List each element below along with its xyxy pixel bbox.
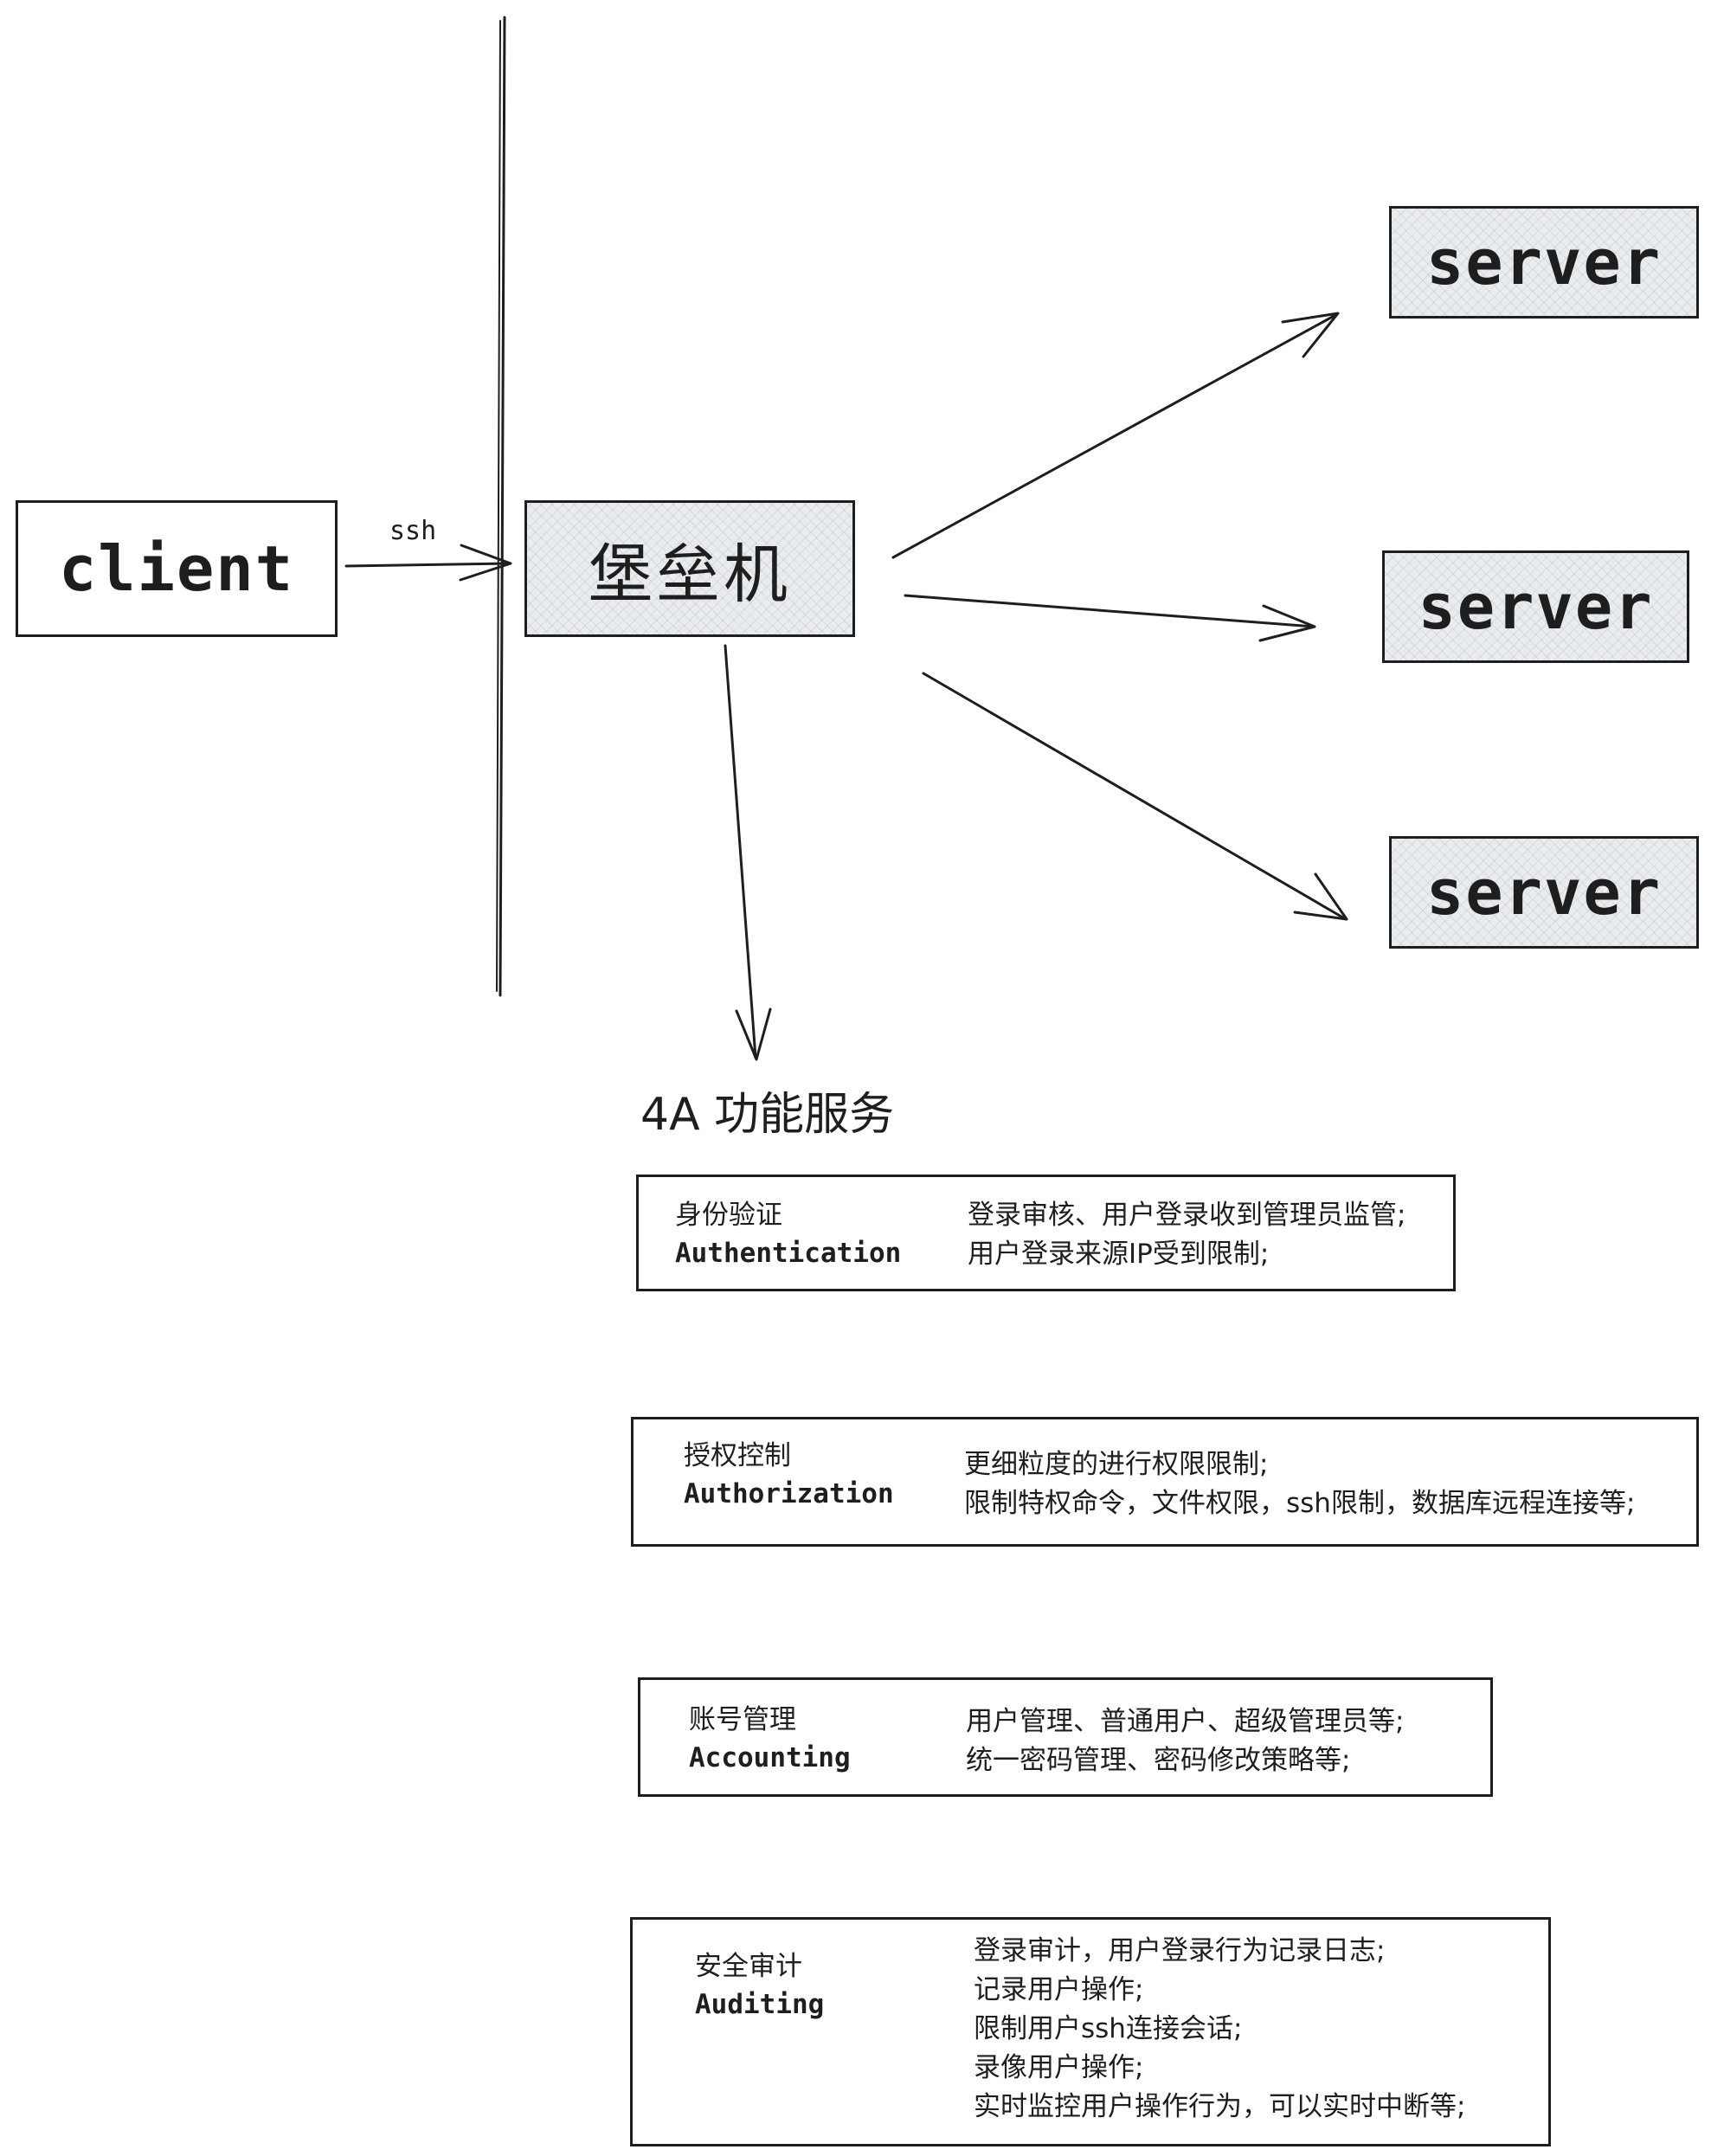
service-name-en: Accounting xyxy=(689,1742,851,1773)
client-label: client xyxy=(58,532,295,605)
detail-line: 更细粒度的进行权限限制; xyxy=(964,1449,1269,1480)
service-name: 授权控制 Authorization xyxy=(684,1437,894,1513)
arrow-to-server-1 xyxy=(891,312,1339,559)
service-name-en: Authentication xyxy=(675,1238,902,1269)
detail-line: 用户登录来源IP受到限制; xyxy=(968,1239,1270,1270)
service-details: 登录审核、用户登录收到管理员监管; 用户登录来源IP受到限制; xyxy=(968,1196,1405,1274)
arrow-to-server-1-head xyxy=(1281,312,1340,358)
section-title: 4A 功能服务 xyxy=(640,1089,895,1141)
detail-line: 限制用户ssh连接会话; xyxy=(974,2013,1243,2044)
service-card-authentication: 身份验证 Authentication 登录审核、用户登录收到管理员监管; 用户… xyxy=(636,1175,1456,1291)
arrow-to-server-3 xyxy=(922,672,1348,921)
detail-line: 记录用户操作; xyxy=(974,1974,1144,2005)
arrow-to-4a-head xyxy=(735,1007,772,1061)
ssh-label: ssh xyxy=(389,516,437,546)
service-name: 安全审计 Auditing xyxy=(695,1947,824,2024)
service-card-auditing: 安全审计 Auditing 登录审计，用户登录行为记录日志; 记录用户操作; 限… xyxy=(630,1917,1551,2146)
bastion-label: 堡垒机 xyxy=(589,537,791,612)
service-name-zh: 授权控制 xyxy=(684,1440,791,1471)
service-name-zh: 身份验证 xyxy=(675,1200,782,1231)
server-label-2: server xyxy=(1418,570,1654,643)
detail-line: 实时监控用户操作行为，可以实时中断等; xyxy=(974,2091,1466,2122)
server-box-1: server xyxy=(1389,206,1699,319)
firewall-line xyxy=(499,16,506,997)
detail-line: 用户管理、普通用户、超级管理员等; xyxy=(966,1706,1405,1737)
detail-line: 限制特权命令，文件权限，ssh限制，数据库远程连接等; xyxy=(964,1488,1636,1519)
arrow-to-server-3-head xyxy=(1293,872,1348,921)
client-box: client xyxy=(16,500,338,637)
server-box-3: server xyxy=(1389,836,1699,949)
service-name: 账号管理 Accounting xyxy=(689,1701,851,1777)
detail-line: 登录审核、用户登录收到管理员监管; xyxy=(968,1200,1406,1231)
server-label-3: server xyxy=(1425,856,1663,929)
ssh-arrow xyxy=(344,562,511,568)
service-card-accounting: 账号管理 Accounting 用户管理、普通用户、超级管理员等; 统一密码管理… xyxy=(638,1677,1493,1797)
bastion-box: 堡垒机 xyxy=(524,500,855,637)
arrow-to-server-2-head xyxy=(1258,604,1316,642)
detail-line: 录像用户操作; xyxy=(974,2052,1144,2083)
server-box-2: server xyxy=(1382,550,1689,663)
arrow-to-server-2 xyxy=(904,594,1315,628)
detail-line: 统一密码管理、密码修改策略等; xyxy=(966,1745,1351,1776)
service-name: 身份验证 Authentication xyxy=(675,1196,901,1272)
firewall-line-shadow xyxy=(496,20,501,992)
service-name-zh: 账号管理 xyxy=(689,1704,796,1735)
service-card-authorization: 授权控制 Authorization 更细粒度的进行权限限制; 限制特权命令，文… xyxy=(631,1417,1699,1547)
service-name-en: Authorization xyxy=(684,1478,894,1509)
service-name-zh: 安全审计 xyxy=(695,1951,802,1982)
service-name-en: Auditing xyxy=(695,1989,825,2020)
service-details: 更细粒度的进行权限限制; 限制特权命令，文件权限，ssh限制，数据库远程连接等; xyxy=(964,1445,1635,1523)
service-details: 用户管理、普通用户、超级管理员等; 统一密码管理、密码修改策略等; xyxy=(966,1702,1404,1780)
detail-line: 登录审计，用户登录行为记录日志; xyxy=(974,1935,1386,1966)
ssh-arrow-head xyxy=(459,544,512,582)
server-label-1: server xyxy=(1425,226,1663,299)
service-details: 登录审计，用户登录行为记录日志; 记录用户操作; 限制用户ssh连接会话; 录像… xyxy=(974,1932,1465,2127)
arrow-to-4a xyxy=(724,644,757,1059)
